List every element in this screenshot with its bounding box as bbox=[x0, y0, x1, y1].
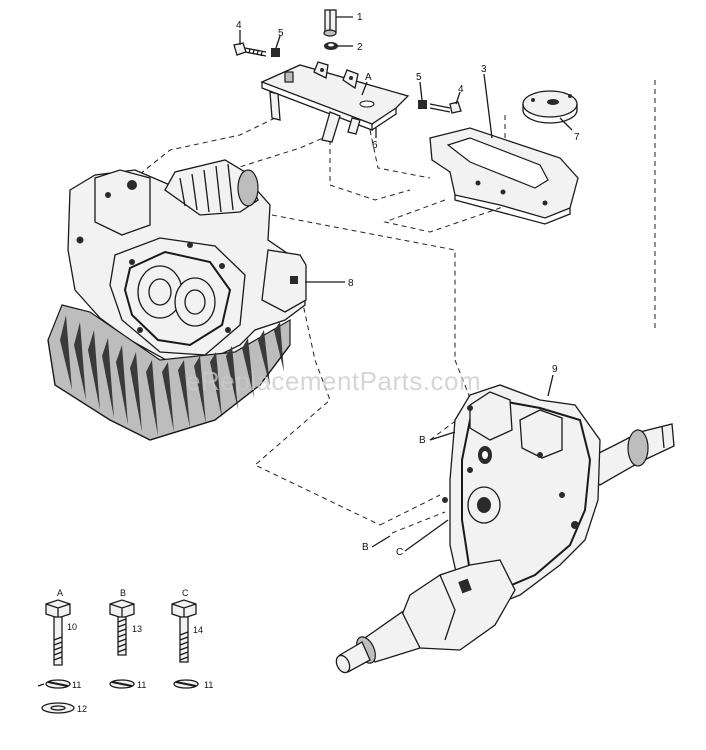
callout-7: 7 bbox=[574, 132, 580, 143]
bolt-C: C 14 bbox=[171, 588, 203, 663]
legend-bolt-number-B: 13 bbox=[132, 624, 142, 634]
callout-2: 2 bbox=[357, 42, 363, 53]
part-nut-left bbox=[271, 48, 280, 57]
legend-letter-B: B bbox=[120, 588, 126, 598]
flat-washer: 12 bbox=[41, 702, 87, 714]
part-slotted-bracket bbox=[429, 127, 579, 225]
callout-4-left: 4 bbox=[236, 20, 242, 31]
part-bolt-left bbox=[233, 42, 267, 57]
lock-washer-A: 11 bbox=[37, 679, 81, 690]
legend-washer-number-C: 11 bbox=[204, 680, 213, 690]
callout-5-left: 5 bbox=[278, 28, 284, 39]
part-transaxle bbox=[335, 384, 675, 674]
leader-lines bbox=[239, 16, 573, 552]
legend-bolt-number-C: 14 bbox=[193, 625, 203, 635]
callout-5-right: 5 bbox=[416, 72, 422, 83]
callout-1: 1 bbox=[357, 12, 363, 23]
legend-flat-washer-number: 12 bbox=[77, 704, 87, 714]
callout-6: 6 bbox=[372, 140, 378, 151]
watermark-text: eReplacementParts.com bbox=[186, 366, 481, 396]
callout-4-right: 4 bbox=[458, 84, 464, 95]
callout-labels: 1 2 4 5 A 5 4 3 6 7 8 9 B B C bbox=[236, 12, 580, 558]
callout-B-upper: B bbox=[419, 435, 426, 446]
bolt-A: A 10 bbox=[45, 588, 77, 666]
hardware-legend: A 10 B 13 C 14 bbox=[37, 588, 213, 714]
part-pin bbox=[323, 9, 337, 37]
callout-C: C bbox=[396, 547, 403, 558]
part-bracket-plate bbox=[260, 61, 410, 143]
bolt-B: B 13 bbox=[109, 588, 142, 656]
callout-A: A bbox=[365, 72, 372, 83]
callout-3: 3 bbox=[481, 64, 487, 75]
part-cam-washer bbox=[522, 90, 578, 124]
legend-letter-C: C bbox=[182, 588, 189, 598]
callout-8: 8 bbox=[348, 278, 354, 289]
part-bolt-right bbox=[429, 101, 462, 114]
callout-B-lower: B bbox=[362, 542, 369, 553]
lock-washer-C: 11 bbox=[173, 679, 213, 690]
legend-washer-number-A: 11 bbox=[72, 680, 81, 690]
legend-letter-A: A bbox=[57, 588, 63, 598]
lock-washer-B: 11 bbox=[109, 679, 146, 690]
part-nut-right bbox=[418, 100, 427, 109]
callout-9: 9 bbox=[552, 364, 558, 375]
assembly-guide-lines bbox=[129, 80, 656, 534]
legend-bolt-number-A: 10 bbox=[67, 622, 77, 632]
part-nut bbox=[324, 42, 338, 50]
part-hydro-pump bbox=[47, 159, 307, 441]
legend-washer-number-B: 11 bbox=[137, 680, 146, 690]
